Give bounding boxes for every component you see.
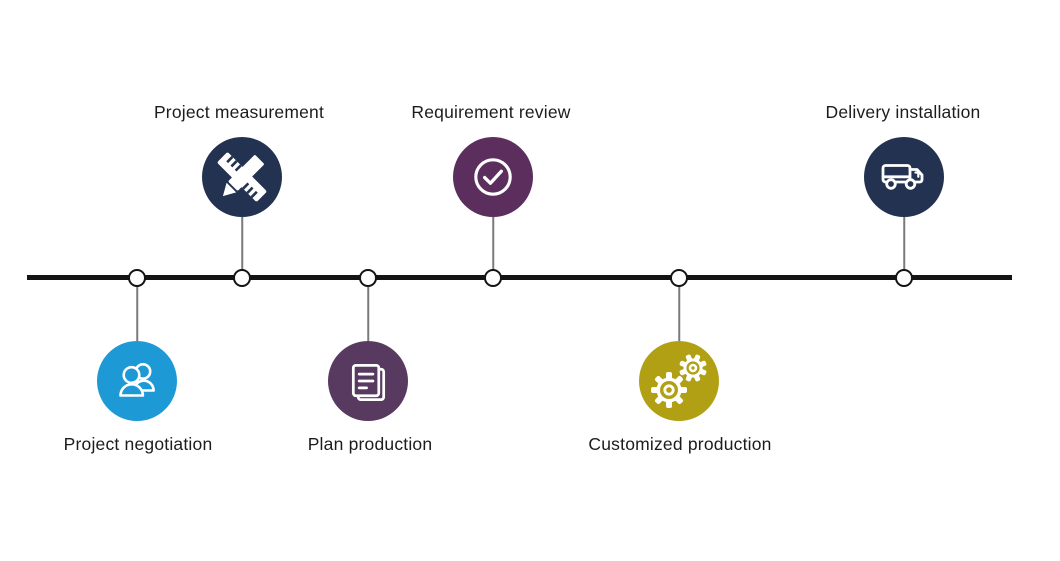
connector-line xyxy=(241,216,243,270)
document-icon xyxy=(351,363,385,401)
timeline-node xyxy=(233,269,251,287)
timeline-node xyxy=(484,269,502,287)
connector-line xyxy=(903,216,905,270)
connector-line xyxy=(678,287,680,341)
timeline-line xyxy=(27,275,1012,280)
timeline-node xyxy=(128,269,146,287)
ruler-pencil-icon xyxy=(217,152,267,202)
check-circle-icon xyxy=(474,158,512,196)
step-label-project-measurement: Project measurement xyxy=(153,102,325,122)
step-circle-requirement-review xyxy=(453,137,533,217)
timeline-node xyxy=(670,269,688,287)
step-circle-customized-production xyxy=(639,341,719,421)
timeline-node xyxy=(895,269,913,287)
timeline-node xyxy=(359,269,377,287)
step-label-plan-production: Plan production xyxy=(307,434,433,454)
connector-line xyxy=(367,287,369,341)
step-label-project-negotiation: Project negotiation xyxy=(63,434,213,454)
gears-icon xyxy=(651,354,707,408)
step-label-delivery-installation: Delivery installation xyxy=(825,102,981,122)
connector-line xyxy=(492,216,494,270)
step-circle-project-measurement xyxy=(202,137,282,217)
truck-icon xyxy=(881,164,924,190)
step-circle-delivery-installation xyxy=(864,137,944,217)
people-icon xyxy=(119,363,155,397)
connector-line xyxy=(136,287,138,341)
step-circle-project-negotiation xyxy=(97,341,177,421)
step-label-customized-production: Customized production xyxy=(588,434,772,454)
step-label-requirement-review: Requirement review xyxy=(411,102,571,122)
step-circle-plan-production xyxy=(328,341,408,421)
